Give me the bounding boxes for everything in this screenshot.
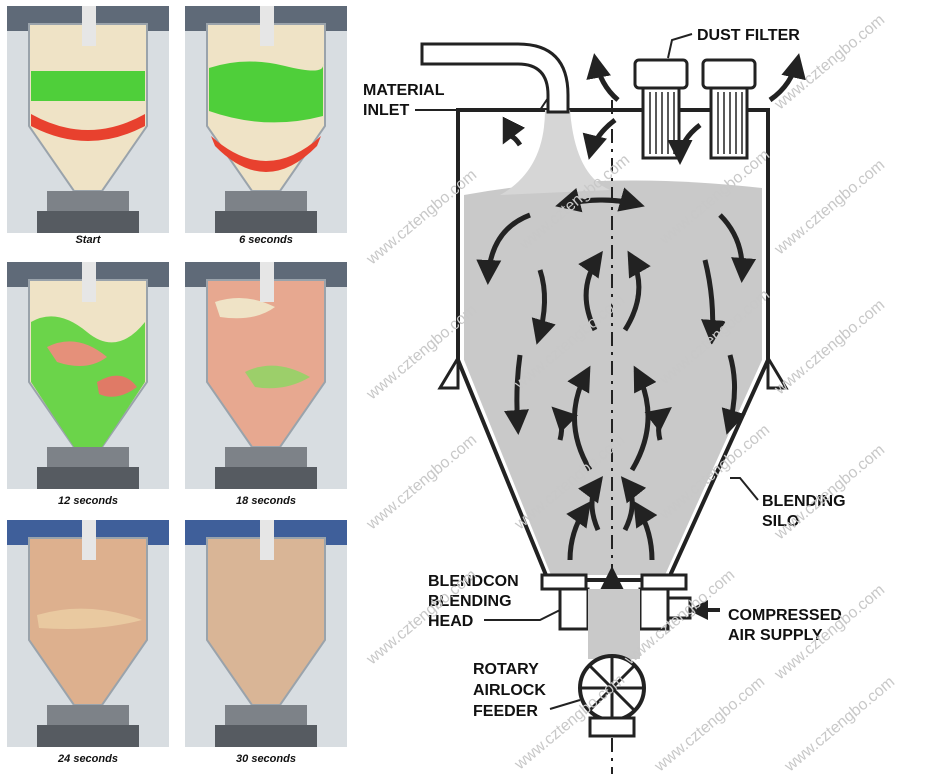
photo-caption-30s: 30 seconds xyxy=(236,753,296,765)
dust-filter-label: DUST FILTER xyxy=(697,27,800,44)
flow-arrows xyxy=(476,116,757,561)
rotary-feeder-label-2: AIRLOCK xyxy=(473,682,546,699)
watermark: www.cztengbo.com xyxy=(771,296,888,398)
blending-silo-label-1: BLENDING xyxy=(762,493,846,510)
dust-filter-left xyxy=(633,58,689,160)
photo-caption-6s: 6 seconds xyxy=(239,234,293,246)
material-inlet-pipe xyxy=(420,42,570,114)
watermark: www.cztengbo.com xyxy=(363,431,480,533)
rotary-airlock-feeder xyxy=(578,654,646,738)
blending-head xyxy=(540,573,692,659)
photo-caption-18s: 18 seconds xyxy=(236,495,296,507)
watermark: www.cztengbo.com xyxy=(781,673,898,774)
leader-material-inlet xyxy=(415,97,549,111)
material-inlet-label-2: INLET xyxy=(363,102,409,119)
rotary-feeder-label-3: FEEDER xyxy=(473,703,538,720)
blendcon-label-2: BLENDING xyxy=(428,593,512,610)
material-inlet-label-1: MATERIAL xyxy=(363,82,445,99)
leader-rotary xyxy=(549,699,581,710)
photo-caption-24s: 24 seconds xyxy=(58,753,118,765)
left-lug xyxy=(437,352,460,390)
silo-photo-12s xyxy=(7,262,169,489)
exhaust-arrow-2 xyxy=(768,53,806,103)
blendcon-label-3: HEAD xyxy=(428,613,473,630)
watermark: www.cztengbo.com xyxy=(651,673,768,774)
watermark: www.cztengbo.com xyxy=(771,156,888,258)
inlet-pile xyxy=(500,110,610,195)
leader-blendcon xyxy=(484,609,561,621)
photo-30s xyxy=(185,520,347,747)
photo-12s xyxy=(7,262,169,489)
rotary-feeder-label-1: ROTARY xyxy=(473,661,539,678)
dust-filter-right xyxy=(701,58,757,160)
photo-18s xyxy=(185,262,347,489)
material-fill xyxy=(464,180,762,575)
photo-24s xyxy=(7,520,169,747)
photo-caption-start: Start xyxy=(75,234,101,246)
exhaust-arrow-1 xyxy=(586,53,620,102)
blending-silo-label-2: SILO xyxy=(762,513,799,530)
compressed-air-label-2: AIR SUPPLY xyxy=(728,627,823,644)
silo-photo-24s xyxy=(7,520,169,747)
silo-photo-6s xyxy=(185,6,347,233)
leader-dust-filter xyxy=(667,33,693,59)
blendcon-label-1: BLENDCON xyxy=(428,573,519,590)
photo-start xyxy=(7,6,169,233)
right-lug xyxy=(766,352,789,390)
compressed-air-label-1: COMPRESSED xyxy=(728,607,842,624)
leader-blending-silo xyxy=(730,477,759,501)
blending-silo-diagram: DUST FILTER MATERIAL INLET BLENDING SILO… xyxy=(363,11,898,774)
photo-caption-12s: 12 seconds xyxy=(58,495,118,507)
photo-6s xyxy=(185,6,347,233)
silo-photo-18s xyxy=(185,262,347,489)
silo-photo-start xyxy=(7,6,169,233)
silo-photo-30s xyxy=(185,520,347,747)
